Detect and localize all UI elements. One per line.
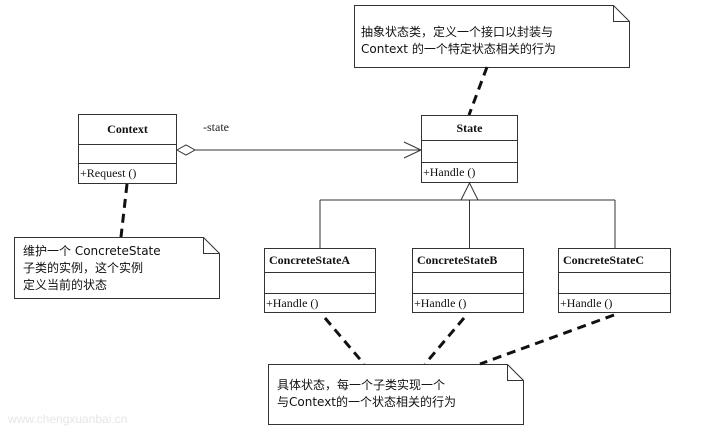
generalization-tree [319,181,616,248]
state-note: 抽象状态类，定义一个接口以封装与 Context 的一个特定状态相关的行为 [354,5,630,68]
concrete-a-note-anchor [323,317,366,365]
attributes-compartment [422,141,517,163]
concrete-note: 具体状态，每一个子类实现一个 与Context的一个状态相关的行为 [268,364,524,425]
state-note-shape [354,5,630,68]
attributes-compartment [79,145,176,164]
attributes-compartment [413,273,523,294]
class-name: Context [79,115,176,145]
note-line: 维护一个 ConcreteState [23,244,161,258]
concrete-c-note-anchor [479,313,615,366]
note-line: Context 的一个特定状态相关的行为 [361,42,556,56]
note-line: 定义当前的状态 [23,278,108,292]
operation: +Handle () [560,296,613,310]
class-context[interactable]: Context +Request () [78,114,177,184]
operation: +Handle () [414,296,467,310]
operation: +Request () [80,166,137,180]
context-note: 维护一个 ConcreteState 子类的实例，这个实例 定义当前的状态 [14,237,220,299]
concrete-b-note-anchor [423,317,466,365]
aggregation-diamond [175,144,197,156]
context-note-anchor [119,183,129,238]
note-line: 子类的实例，这个实例 [23,261,144,275]
note-line: 具体状态，每一个子类实现一个 [277,378,446,392]
operation: +Handle () [266,296,319,310]
note-line: 抽象状态类，定义一个接口以封装与 [361,25,554,39]
attributes-compartment [559,273,670,294]
attributes-compartment [265,273,375,294]
class-name: ConcreteStateB [413,249,523,273]
concrete-note-shape [268,364,524,425]
note-line: 与Context的一个状态相关的行为 [277,395,457,409]
class-name: ConcreteStateA [265,249,375,273]
class-concrete-state-b[interactable]: ConcreteStateB +Handle () [412,248,524,313]
association-role-label: -state [203,120,229,134]
inheritance-triangle [460,181,479,201]
watermark: www.chengxuanbai.cn [8,412,128,426]
class-concrete-state-a[interactable]: ConcreteStateA +Handle () [264,248,376,313]
class-name: ConcreteStateC [559,249,670,273]
class-concrete-state-c[interactable]: ConcreteStateC +Handle () [558,248,671,313]
state-note-anchor [467,66,489,116]
class-name: State [422,116,517,141]
class-state[interactable]: State +Handle () [421,115,518,183]
operation: +Handle () [423,165,476,179]
aggregation-association [175,141,423,159]
context-note-shape [14,237,220,299]
